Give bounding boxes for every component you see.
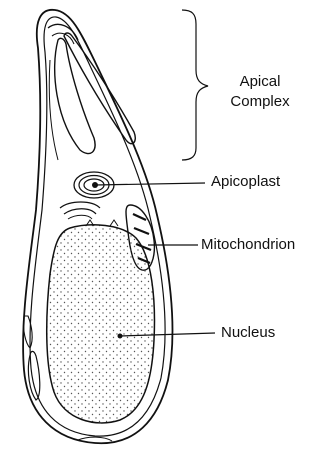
apical-complex-label-line1: Apical: [220, 72, 300, 92]
golgi-stack: [60, 202, 100, 208]
posterior-ring: [78, 437, 112, 441]
apical-complex-label-line2: Complex: [220, 92, 300, 112]
nucleus-label: Nucleus: [221, 323, 275, 343]
apical-complex-bracket: [182, 10, 208, 160]
apical-complex-label: Apical Complex: [220, 72, 300, 112]
mitochondrion-crista-1: [133, 214, 146, 220]
nuclear-pore-mark-2: [110, 220, 118, 226]
apicoplast-label: Apicoplast: [211, 172, 280, 192]
microneme-line: [49, 60, 58, 160]
nucleus: [47, 225, 155, 423]
apicoplast-leader-line: [95, 183, 205, 185]
mitochondrion-label: Mitochondrion: [201, 235, 295, 255]
rhoptry-2: [64, 33, 135, 144]
golgi-stack-2: [64, 209, 96, 214]
mitochondrion-crista-2: [134, 228, 149, 234]
golgi-stack-3: [68, 215, 92, 219]
